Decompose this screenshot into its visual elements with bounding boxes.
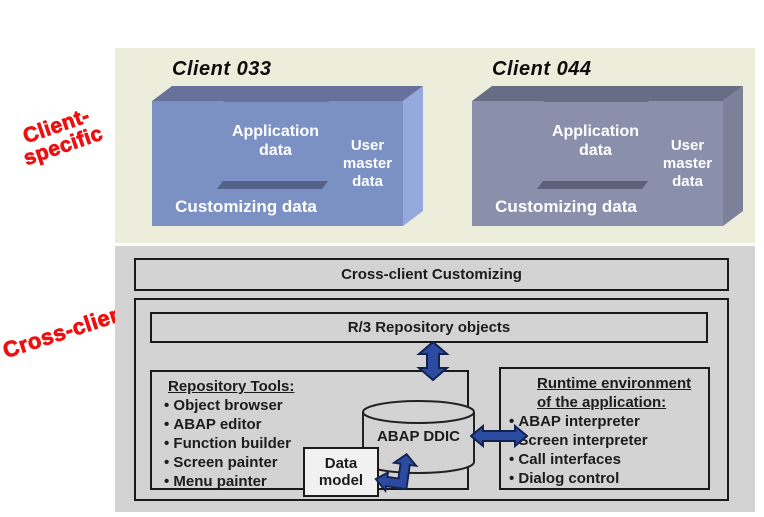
cross-client-customizing-bar: Cross-client Customizing [134,258,729,291]
list-item: Menu painter [164,472,467,491]
client-033-group: Client 033 Customizing data Application … [152,58,444,240]
r3-repository-objects-bar: R/3 Repository objects [150,312,708,343]
client-044-title: Client 044 [492,58,592,80]
box-top-face [543,87,668,102]
repository-container-box [134,298,729,501]
application-data-label: Application data [223,102,328,181]
box-bottom-face [537,181,648,189]
abap-ddic-label: ABAP DDIC [376,428,461,445]
client-044-group: Client 044 Customizing data Application … [472,58,764,240]
client-specific-panel: Client 033 Customizing data Application … [115,48,755,243]
runtime-environment-title: Runtime environment of the application: [537,375,692,411]
list-item: ABAP editor [164,415,467,434]
list-item: Screen interpreter [509,431,708,450]
application-data-label: Application data [543,102,648,181]
client-specific-label: Client- specific [20,104,106,171]
client-033-title: Client 033 [172,58,272,80]
horizontal-double-arrow-icon [469,422,529,450]
list-item: Function builder [164,434,467,453]
user-master-data-box: User master data [652,86,743,226]
runtime-environment-panel: Runtime environment of the application: … [499,367,710,490]
list-item: Screen painter [164,453,467,472]
box-top-face [652,86,743,101]
cross-client-panel: Cross-client Customizing R/3 Repository … [115,246,755,512]
repository-tools-title: Repository Tools: [168,378,295,395]
box-top-face [332,86,423,101]
data-model-box: Data model [303,447,379,497]
user-master-data-label: User master data [332,101,403,226]
box-bottom-face [217,181,328,189]
list-item: Dialog control [509,469,708,488]
list-item: Object browser [164,396,467,415]
vertical-double-arrow-icon [412,340,454,382]
box-top-face [223,87,348,102]
application-data-box: Application data [223,87,348,189]
box-side-face [723,86,743,226]
application-data-box: Application data [543,87,668,189]
list-item: ABAP interpreter [509,412,708,431]
elbow-double-arrow-icon [372,447,434,498]
box-side-face [403,86,423,226]
list-item: Call interfaces [509,450,708,469]
user-master-data-label: User master data [652,101,723,226]
user-master-data-box: User master data [332,86,423,226]
